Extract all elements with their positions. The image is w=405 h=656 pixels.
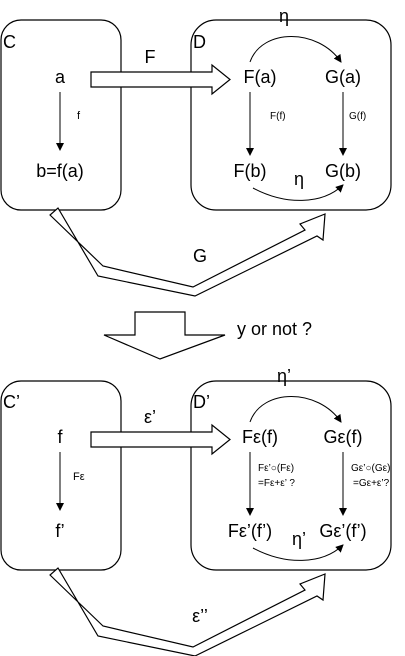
eta-prime-top-label: η’ — [277, 366, 291, 386]
functor-e-label: ε’ — [144, 407, 156, 427]
functor-g-label: G — [193, 246, 207, 266]
category-d-box — [190, 19, 392, 211]
ge-comp-line2: =Gε+ε’? — [353, 478, 390, 489]
morphism-ff-label: F(f) — [270, 111, 286, 122]
fe-comp-line2: =Fε+ε’ ? — [258, 478, 295, 489]
category-c-prime-box — [0, 380, 122, 571]
down-block-arrow — [103, 311, 226, 360]
object-fef: Fε(f) — [242, 427, 278, 447]
eta-bottom-arc — [252, 184, 344, 201]
morphism-gf-label: G(f) — [349, 111, 366, 122]
category-c-label: C — [3, 32, 16, 52]
eta-top-label: η — [279, 6, 289, 26]
functor-e2-arrow — [49, 567, 326, 656]
morphism-f-label: f — [77, 110, 81, 122]
object-fefp: Fε’(f’) — [228, 521, 272, 541]
category-c-box — [0, 19, 122, 211]
ge-comp-line1: Gε’○(Gε) — [351, 463, 390, 474]
morphism-fe-label: Fε — [73, 471, 85, 483]
functor-f-label: F — [145, 47, 156, 67]
object-f: f — [57, 427, 63, 447]
eta-bottom-label: η — [294, 169, 304, 189]
category-d-label: D — [193, 32, 206, 52]
eta-prime-bottom-arc — [252, 544, 344, 561]
question-text: y or not ? — [237, 319, 312, 339]
category-d-prime-label: D’ — [193, 392, 210, 412]
category-c-prime-label: C’ — [3, 392, 20, 412]
object-gb: G(b) — [325, 161, 361, 181]
fe-comp-line1: Fε’○(Fε) — [258, 463, 294, 474]
object-ga: G(a) — [325, 67, 361, 87]
eta-prime-bottom-label: η’ — [292, 529, 306, 549]
object-gefp: Gε’(f’) — [319, 521, 366, 541]
object-a: a — [55, 67, 66, 87]
eta-prime-top-arc — [249, 396, 342, 423]
functor-e-arrow — [90, 423, 231, 456]
object-fb: F(b) — [234, 161, 267, 181]
object-gef: Gε(f) — [323, 427, 362, 447]
object-fa: F(a) — [244, 67, 277, 87]
functor-g-arrow — [49, 207, 326, 297]
object-b: b=f(a) — [36, 161, 84, 181]
functor-e2-label: ε’’ — [192, 606, 208, 626]
object-f-prime: f’ — [55, 521, 64, 541]
eta-top-arc — [249, 36, 342, 63]
category-d-prime-box — [190, 380, 392, 571]
functor-f-arrow — [90, 63, 231, 96]
